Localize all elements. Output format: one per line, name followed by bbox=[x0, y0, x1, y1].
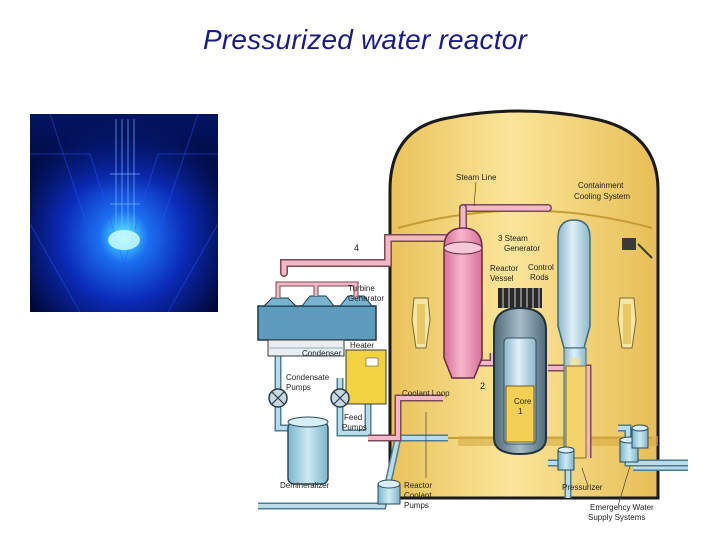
turbine-generator bbox=[257, 281, 377, 341]
containment-cooling-tank-right bbox=[617, 297, 637, 349]
label-feed: Feed bbox=[344, 413, 362, 422]
label-steam-line: Steam Line bbox=[456, 173, 497, 182]
label-condenser: Condenser bbox=[302, 349, 341, 358]
feed-pump bbox=[330, 388, 350, 408]
label-core: Core bbox=[514, 397, 532, 406]
label-cooling-system: Cooling System bbox=[574, 192, 630, 201]
hot-leg-pipe bbox=[368, 353, 592, 458]
label-condensate-pumps: Pumps bbox=[286, 383, 311, 392]
label-number-2: 2 bbox=[480, 381, 485, 391]
label-number-1: 1 bbox=[518, 407, 523, 416]
label-pressurizer: Pressurizer bbox=[562, 483, 603, 492]
label-coolant-loop: Coolant Loop bbox=[402, 389, 450, 398]
label-control: Control bbox=[528, 263, 554, 272]
heater bbox=[345, 349, 387, 405]
steam-generator bbox=[443, 227, 483, 379]
label-reactor-coolant: Reactor bbox=[404, 481, 432, 490]
condenser bbox=[267, 339, 345, 357]
pressurizer bbox=[565, 365, 587, 459]
emergency-water-tank-1 bbox=[557, 446, 575, 471]
label-feed-pumps: Pumps bbox=[342, 423, 367, 432]
reactor-core bbox=[505, 385, 535, 443]
label-coolant-pumps: Pumps bbox=[404, 501, 429, 510]
cherenkov-glow-image bbox=[30, 114, 218, 312]
condensate-pump bbox=[268, 388, 288, 408]
label-turbine: Turbine bbox=[348, 284, 375, 293]
label-generator: Generator bbox=[504, 244, 540, 253]
label-vessel: Vessel bbox=[490, 274, 514, 283]
demineralizer bbox=[287, 416, 329, 485]
label-number-4: 4 bbox=[354, 243, 359, 253]
reactor-coolant-pump bbox=[377, 479, 401, 505]
label-3-steam: 3 Steam bbox=[498, 234, 528, 243]
label-emergency-water: Emergency Water bbox=[590, 503, 654, 512]
slide-title: Pressurized water reactor bbox=[202, 24, 527, 55]
label-coolant: Coolant bbox=[404, 491, 432, 500]
label-reactor: Reactor bbox=[490, 264, 518, 273]
label-supply-systems: Supply Systems bbox=[588, 513, 645, 522]
label-condensate: Condensate bbox=[286, 373, 330, 382]
label-demineralizer: Demineralizer bbox=[280, 481, 330, 490]
emergency-water-tank-3 bbox=[631, 424, 649, 449]
containment-cooling-unit bbox=[622, 238, 653, 259]
leader-lines bbox=[425, 181, 631, 507]
label-turbine-generator: Generator bbox=[348, 294, 384, 303]
pwr-schematic: Steam Line Containment Cooling System 4 … bbox=[248, 98, 690, 526]
label-rods: Rods bbox=[530, 273, 549, 282]
containment-cooling-tank-left bbox=[411, 297, 431, 349]
label-containment: Containment bbox=[578, 181, 624, 190]
reactor-pool-photo bbox=[30, 114, 218, 312]
label-heater: Heater bbox=[350, 341, 374, 350]
